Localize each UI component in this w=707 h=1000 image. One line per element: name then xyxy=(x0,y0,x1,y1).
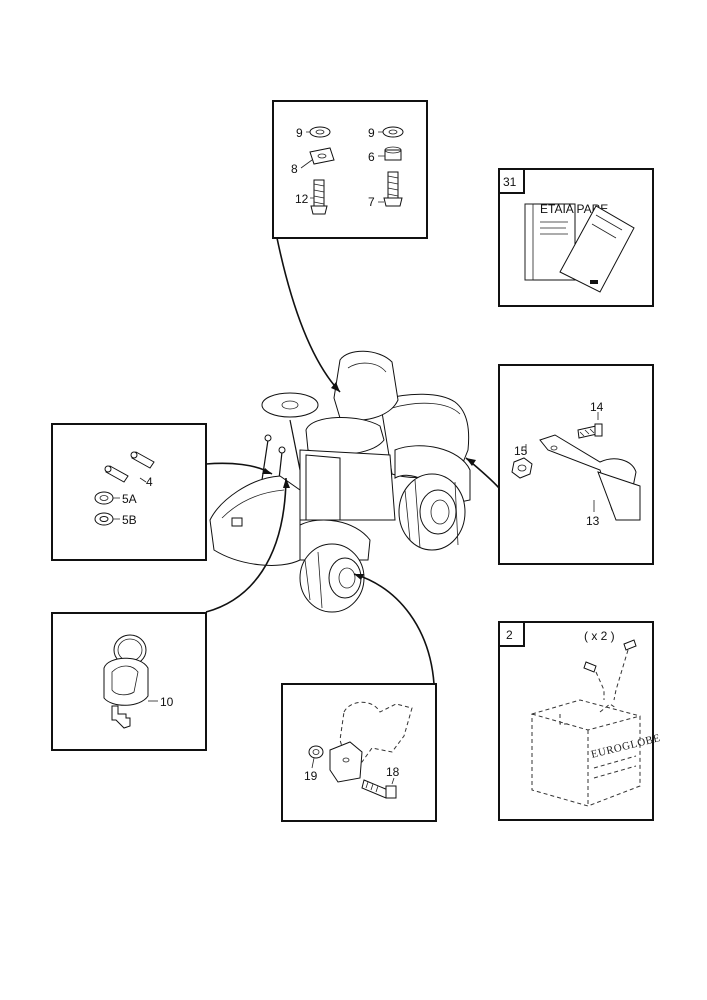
callout-4: 4 xyxy=(146,475,153,489)
callout-31: 31 xyxy=(503,175,517,189)
panel-ignition-key: 10 xyxy=(51,612,207,751)
callout-14: 14 xyxy=(590,400,604,414)
leader-seat xyxy=(276,237,341,393)
panel-bracket: 14 15 13 xyxy=(498,364,654,565)
leader-bracket-arrow xyxy=(466,458,476,466)
callout-15: 15 xyxy=(514,444,528,458)
leader-pins-arrow xyxy=(262,468,272,474)
callout-9-right: 9 xyxy=(368,126,375,140)
panel-pins-washers: 4 5A 5B xyxy=(51,423,207,561)
callout-8: 8 xyxy=(291,162,298,176)
leader-seat-arrow xyxy=(331,382,340,392)
callout-10: 10 xyxy=(160,695,174,709)
callout-9-left: 9 xyxy=(296,126,303,140)
panel-battery: 2 ( x 2 ) EUROGLOBE xyxy=(498,621,662,821)
quantity-note: ( x 2 ) xyxy=(584,629,615,643)
callout-2: 2 xyxy=(506,628,513,642)
leader-axle-arrow xyxy=(354,574,364,580)
callout-18: 18 xyxy=(386,765,400,779)
callout-6: 6 xyxy=(368,150,375,164)
panel-seat-fasteners: 9 8 12 9 6 7 xyxy=(272,100,428,239)
panel-manuals: 31 ETAIA PARE xyxy=(498,168,654,307)
leader-pins xyxy=(205,462,273,475)
manual-cover-title: ETAIA PARE xyxy=(540,202,608,216)
callout-12: 12 xyxy=(295,192,309,206)
panel-front-axle-bolt: 19 18 xyxy=(281,683,437,822)
leader-key xyxy=(205,477,287,613)
callout-5B: 5B xyxy=(122,513,137,527)
riding-mower-illustration xyxy=(209,350,471,613)
leader-axle xyxy=(353,573,435,685)
callout-13: 13 xyxy=(586,514,600,528)
callout-19: 19 xyxy=(304,769,318,783)
callout-7: 7 xyxy=(368,195,375,209)
leader-key-arrow xyxy=(283,478,290,488)
callout-5A: 5A xyxy=(122,492,137,506)
